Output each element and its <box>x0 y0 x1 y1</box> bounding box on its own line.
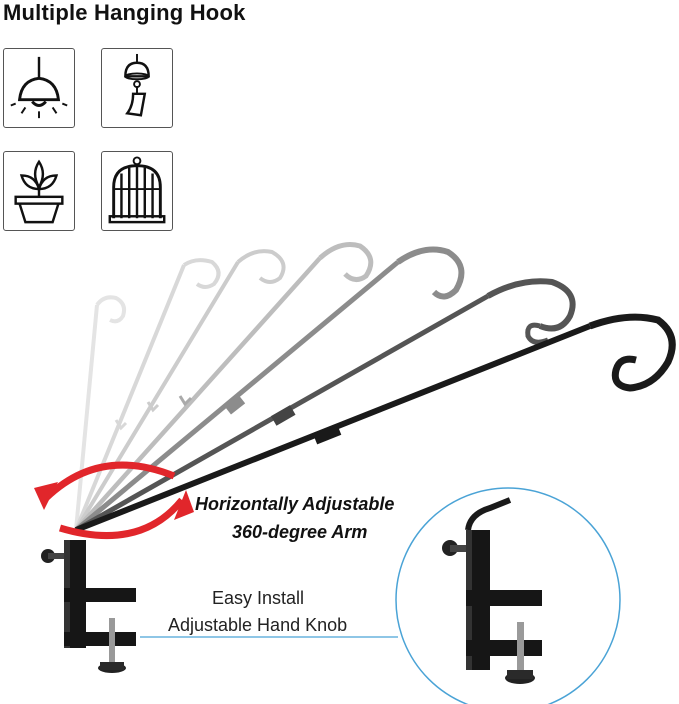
pendant-lamp-tile <box>3 48 75 128</box>
arm-caption-line2: 360-degree Arm <box>232 522 368 542</box>
zoom-detail-circle <box>395 487 621 704</box>
arm-position-1 <box>74 295 127 531</box>
page-title: Multiple Hanging Hook <box>3 0 246 25</box>
install-caption-line2: Adjustable Hand Knob <box>168 615 348 635</box>
arm-position-5 <box>74 246 465 532</box>
pendant-lamp-icon <box>10 56 68 119</box>
wind-chime-icon <box>124 53 150 117</box>
arm-position-2 <box>74 258 221 531</box>
wind-chime-tile <box>101 48 173 128</box>
bird-cage-tile <box>101 151 173 231</box>
bird-cage-icon <box>108 156 166 224</box>
arm-caption-line1: Horizontally Adjustable <box>195 494 395 514</box>
arm-position-3 <box>74 249 286 532</box>
rotation-arrow <box>34 461 194 540</box>
clamp-bracket <box>41 540 136 673</box>
arm-position-6 <box>74 278 576 533</box>
potted-plant-tile <box>3 151 75 231</box>
potted-plant-icon <box>14 159 64 224</box>
arm-position-4 <box>74 242 374 532</box>
install-caption-line1: Easy Install <box>212 588 305 608</box>
arm-position-7 <box>74 313 676 533</box>
